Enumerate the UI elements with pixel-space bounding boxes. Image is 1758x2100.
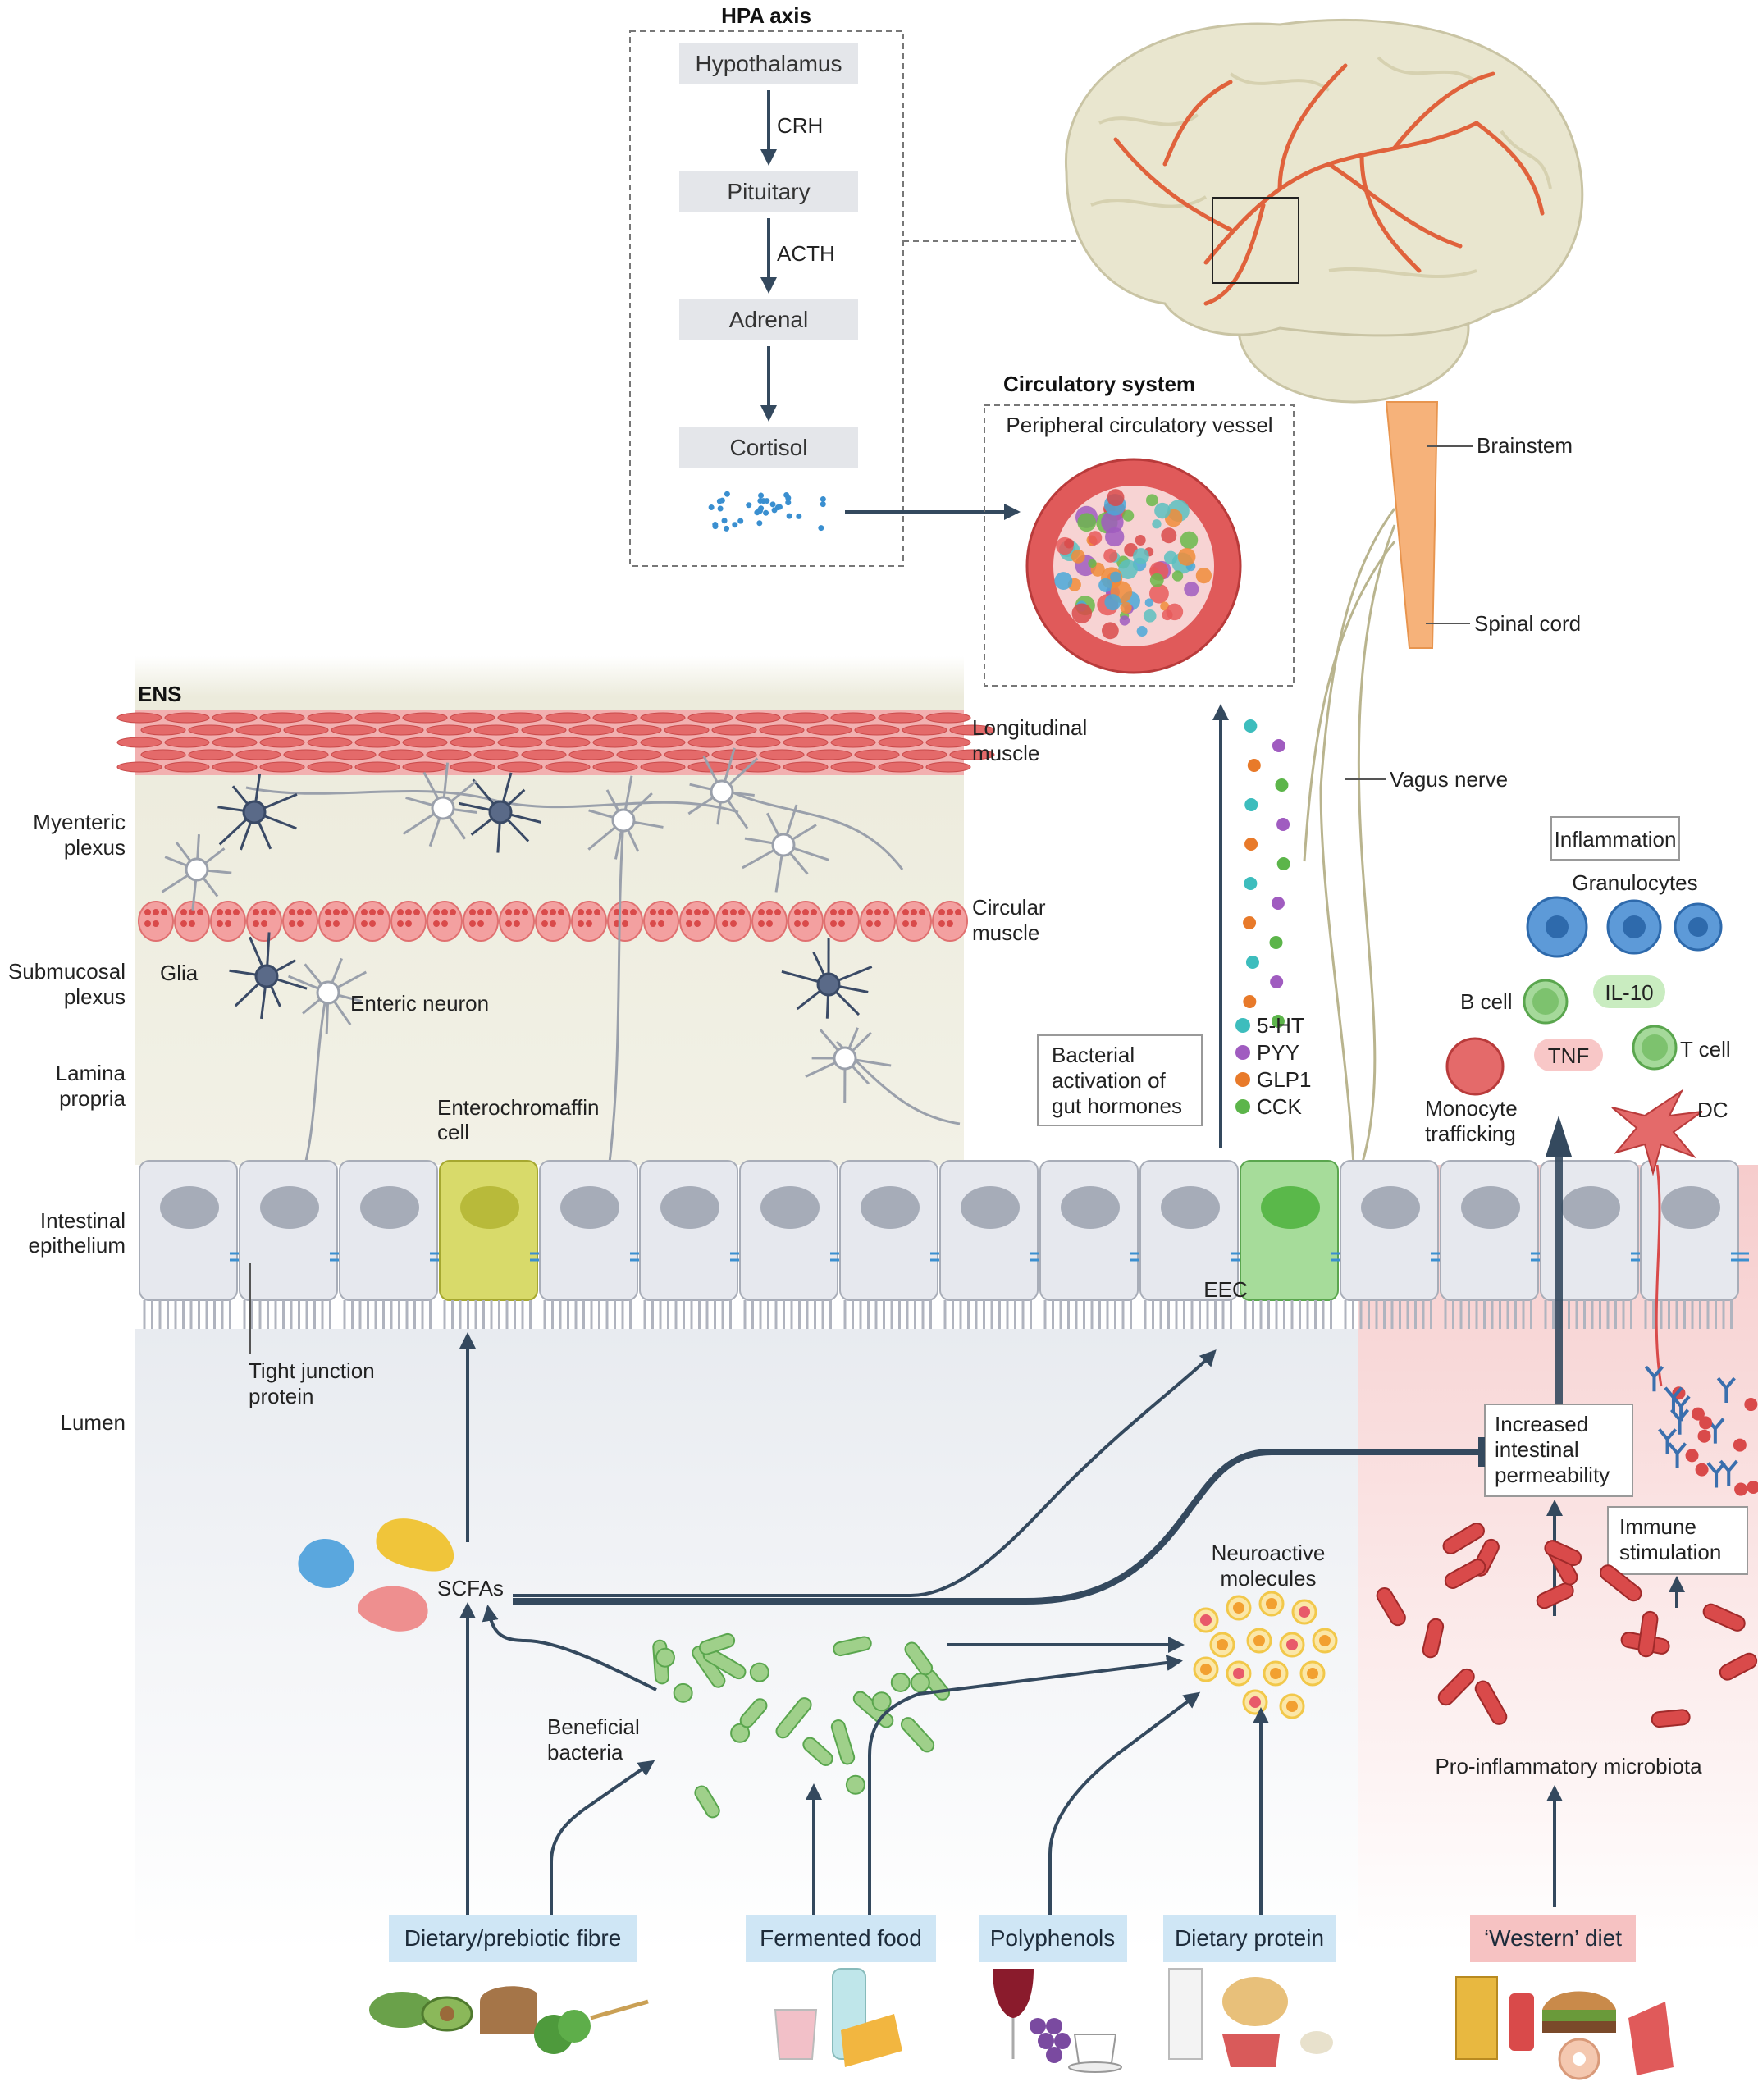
il10-label: IL-10 (1605, 980, 1653, 1005)
lamina-label-2: propria (59, 1086, 126, 1111)
circular-label-1: Circular (972, 895, 1046, 920)
beneficial-label-1: Beneficial (547, 1714, 640, 1739)
vagus-nerve-label: Vagus nerve (1390, 767, 1508, 792)
western-diet-food-icon (1455, 1976, 1674, 2080)
longitudinal-muscle (116, 712, 995, 773)
fermented-food-icon (774, 1968, 902, 2067)
epithelium-label-1: Intestinal (40, 1208, 126, 1233)
circular-muscle (138, 901, 968, 942)
fibre-food-icon (369, 1986, 649, 2054)
legend-label-5-ht: 5-HT (1257, 1013, 1304, 1038)
western-diet-label: ‘Western’ diet (1484, 1925, 1622, 1951)
hormone-molecules (1243, 719, 1290, 1028)
protein-food-icon (1168, 1968, 1333, 2067)
pro-inflammatory-bacteria (1376, 1522, 1758, 1728)
lamina-label-1: Lamina (56, 1061, 126, 1085)
diet-labels: Dietary/prebiotic fibre Fermented food P… (389, 1915, 1636, 1962)
tight-junction-label-2: protein (249, 1384, 314, 1408)
permeability-label-1: Increased (1495, 1412, 1588, 1436)
lumen-panel: SCFAs Beneficial bacteria Neuroactive mo… (298, 1332, 1485, 1819)
neuroactive-molecules (1193, 1591, 1338, 1719)
tnf-label: TNF (1548, 1043, 1590, 1068)
blood-cells (1054, 489, 1212, 640)
intestinal-epithelium: Intestinal epithelium EEC Tight junction… (28, 1160, 1749, 1435)
fermented-label: Fermented food (760, 1925, 922, 1951)
legend-label-pyy: PYY (1257, 1040, 1299, 1065)
submucosal-label-1: Submucosal (8, 959, 126, 984)
legend-label-glp1: GLP1 (1257, 1067, 1312, 1092)
acth-label: ACTH (777, 241, 835, 266)
glia-label: Glia (160, 961, 199, 985)
legend-swatch-cck (1235, 1099, 1250, 1114)
b-cell-label: B cell (1460, 989, 1513, 1014)
adrenal-label: Adrenal (729, 307, 809, 332)
gut-hormones: Bacterial activation of gut hormones 5-H… (1037, 704, 1312, 1148)
submucosal-label-2: plexus (64, 984, 126, 1009)
cortisol-label: Cortisol (730, 435, 808, 460)
myenteric-label-2: plexus (64, 835, 126, 860)
hormones-box-line-3: gut hormones (1052, 1093, 1182, 1118)
epithelial-cells (139, 1160, 1749, 1329)
enterochromaffin-label-1: Enterochromaffin (437, 1095, 600, 1120)
epithelium-label-2: epithelium (28, 1233, 126, 1258)
fibre-label: Dietary/prebiotic fibre (404, 1925, 622, 1951)
enterochromaffin-label-2: cell (437, 1120, 469, 1144)
protein-label: Dietary protein (1175, 1925, 1324, 1951)
permeability-label-3: permeability (1495, 1463, 1610, 1487)
pituitary-label: Pituitary (727, 179, 810, 204)
ens-layer: ENS Myenteric plexus Longitudinal muscle… (8, 682, 1087, 1198)
beneficial-bacteria (652, 1632, 951, 1819)
legend-swatch-5-ht (1235, 1018, 1250, 1033)
vessel-label: Peripheral circulatory vessel (1006, 413, 1272, 437)
legend-label-cck: CCK (1257, 1094, 1303, 1119)
polyphenols-food-icon (993, 1969, 1122, 2073)
enteric-neuron-label: Enteric neuron (350, 991, 489, 1016)
longitudinal-label-2: muscle (972, 741, 1039, 765)
spinal-cord-label: Spinal cord (1474, 611, 1581, 636)
dc-label: DC (1697, 1098, 1728, 1122)
hpa-axis-title: HPA axis (721, 3, 811, 28)
crh-label: CRH (777, 113, 823, 138)
circulatory-title: Circulatory system (1003, 372, 1195, 396)
monocyte-label-2: trafficking (1425, 1121, 1516, 1146)
legend-swatch-pyy (1235, 1045, 1250, 1060)
circular-label-2: muscle (972, 920, 1039, 945)
permeability-label-2: intestinal (1495, 1437, 1579, 1462)
diet-arrows (459, 1602, 1269, 1915)
beneficial-label-2: bacteria (547, 1740, 623, 1764)
eec-label: EEC (1203, 1277, 1247, 1302)
circulatory-panel: Circulatory system Peripheral circulator… (984, 372, 1295, 687)
enteric-neurons (161, 747, 892, 1103)
monocyte-label-1: Monocyte (1425, 1096, 1518, 1121)
brainstem-label: Brainstem (1477, 433, 1573, 458)
inflammation-panel: Inflammation Granulocytes B cell IL-10 T… (1376, 816, 1758, 1907)
lumen-background (135, 1329, 1358, 1952)
neuroactive-label-2: molecules (1220, 1566, 1316, 1591)
myenteric-label-1: Myenteric (33, 810, 126, 834)
inflammation-label: Inflammation (1555, 827, 1677, 851)
antibodies (1644, 1365, 1758, 1496)
longitudinal-label-1: Longitudinal (972, 715, 1087, 740)
pro-inflammatory-label: Pro-inflammatory microbiota (1435, 1754, 1702, 1778)
ens-title: ENS (138, 682, 181, 706)
brain-illustration: Brainstem Spinal cord Vagus nerve (1065, 18, 1584, 1166)
hormones-box-line-2: activation of (1052, 1068, 1167, 1093)
hormones-box-line-1: Bacterial (1052, 1043, 1135, 1067)
tight-junction-label-1: Tight junction (249, 1358, 375, 1383)
hypothalamus-label: Hypothalamus (696, 51, 842, 76)
t-cell-label: T cell (1680, 1037, 1731, 1061)
hpa-axis-panel: HPA axis Hypothalamus CRH Pituitary ACTH… (629, 3, 1021, 567)
scfas-label: SCFAs (437, 1576, 504, 1600)
cortisol-molecules (708, 491, 826, 532)
polyphenols-label: Polyphenols (990, 1925, 1116, 1951)
immune-stimulation-label-2: stimulation (1619, 1540, 1721, 1564)
immune-stimulation-label-1: Immune (1619, 1514, 1696, 1539)
neuroactive-label-1: Neuroactive (1212, 1541, 1326, 1565)
legend-swatch-glp1 (1235, 1072, 1250, 1087)
lumen-label: Lumen (61, 1410, 126, 1435)
granulocytes-label: Granulocytes (1572, 870, 1697, 895)
